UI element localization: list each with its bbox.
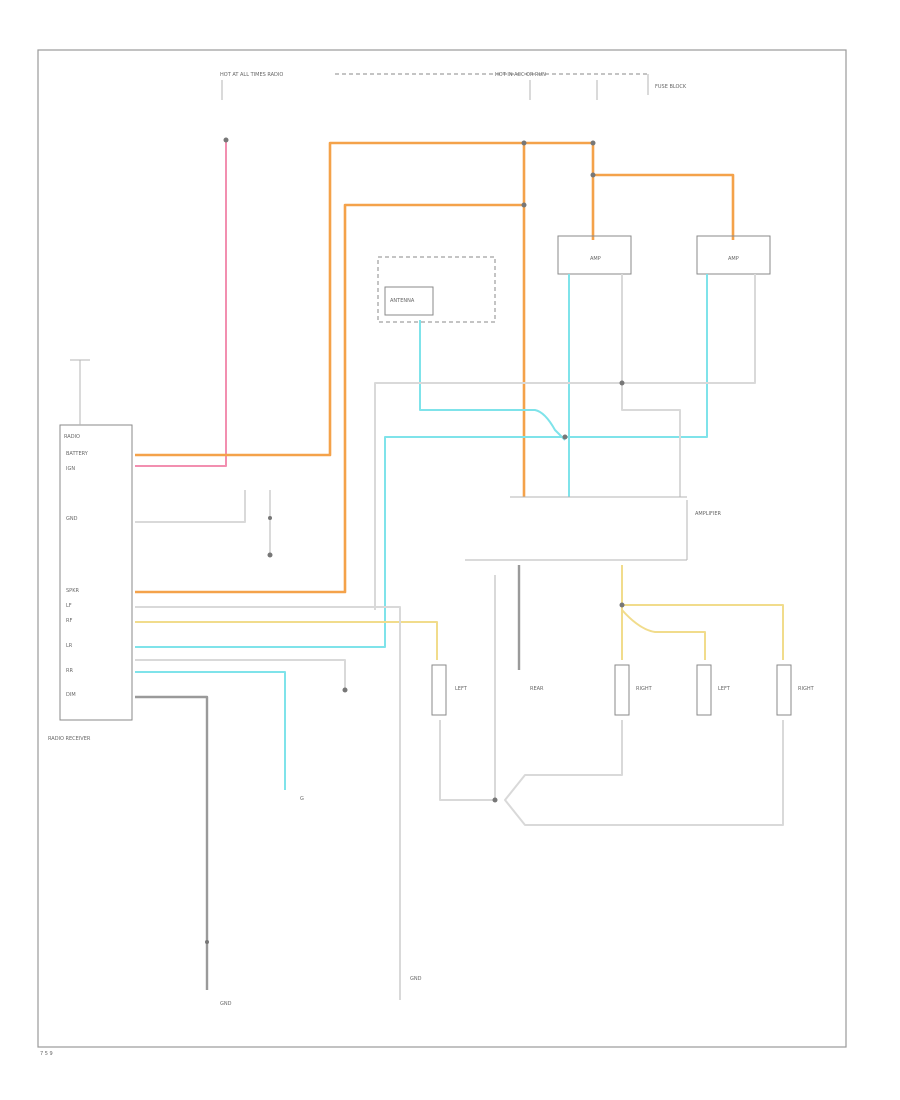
wire-orange-accessory	[135, 203, 524, 594]
amp-right-label: AMP	[728, 256, 739, 262]
radio-pin-5: LF	[66, 603, 72, 609]
wire-pink-battery	[135, 140, 227, 467]
speaker-label-5: REAR	[530, 686, 544, 692]
speaker-label-2: RIGHT	[636, 686, 653, 692]
hot-at-all-times-label: HOT AT ALL TIMES RADIO	[220, 72, 283, 78]
wire-cyan-rear	[135, 671, 286, 790]
speaker-label-4: RIGHT	[798, 686, 815, 692]
speakers: LEFT RIGHT LEFT RIGHT REAR	[431, 664, 815, 716]
radio-pin-3: GND	[66, 516, 78, 522]
amp-left-label: AMP	[590, 256, 601, 262]
top-power-bus: HOT AT ALL TIMES RADIO HOT IN ACC OR RUN…	[220, 72, 687, 100]
ground-mid-label: GND	[410, 976, 422, 982]
radio-pin-1: BATTERY	[66, 451, 89, 457]
fuse-block-label: FUSE BLOCK	[655, 84, 687, 90]
radio-pin-7: LR	[66, 643, 73, 649]
antenna-module	[377, 256, 496, 323]
amplifier-label: AMPLIFIER	[695, 511, 722, 517]
radio-receiver	[59, 424, 133, 721]
radio-pin-4: SPKR	[66, 588, 79, 594]
radio-pin-2: IGN	[66, 466, 75, 472]
radio-title: RADIO	[64, 434, 80, 440]
antenna-module-label: ANTENNA	[390, 298, 415, 304]
wire-yellow-left-spk	[135, 621, 438, 660]
hot-in-acc-label: HOT IN ACC OR RUN	[495, 72, 546, 78]
speaker-label-3: LEFT	[718, 686, 731, 692]
radio-pin-6: RF	[66, 618, 72, 624]
amp-module-right	[696, 235, 771, 275]
speaker-left-rear	[696, 664, 712, 716]
radio-caption: RADIO RECEIVER	[48, 736, 91, 742]
speaker-right-rear	[776, 664, 792, 716]
ground-right-label: G	[300, 796, 304, 802]
wire-cyan-antenna	[419, 320, 566, 441]
amp-module-left	[557, 235, 632, 275]
wire-yellow-branch	[622, 604, 784, 660]
page-code: 7 5 9	[40, 1051, 53, 1057]
wire-orange-ign	[135, 141, 593, 457]
speaker-left-front	[431, 664, 447, 716]
speaker-label-1: LEFT	[455, 686, 468, 692]
radio-pin-8: RR	[66, 668, 73, 674]
diagram-frame	[37, 49, 847, 1048]
wire-orange-right-amp	[593, 173, 735, 240]
radio-pin-9: DIM	[66, 692, 76, 698]
ground-left-label: GND	[220, 1001, 232, 1007]
speaker-right-front	[614, 664, 630, 716]
amplifier-main: AMPLIFIER	[465, 496, 722, 561]
